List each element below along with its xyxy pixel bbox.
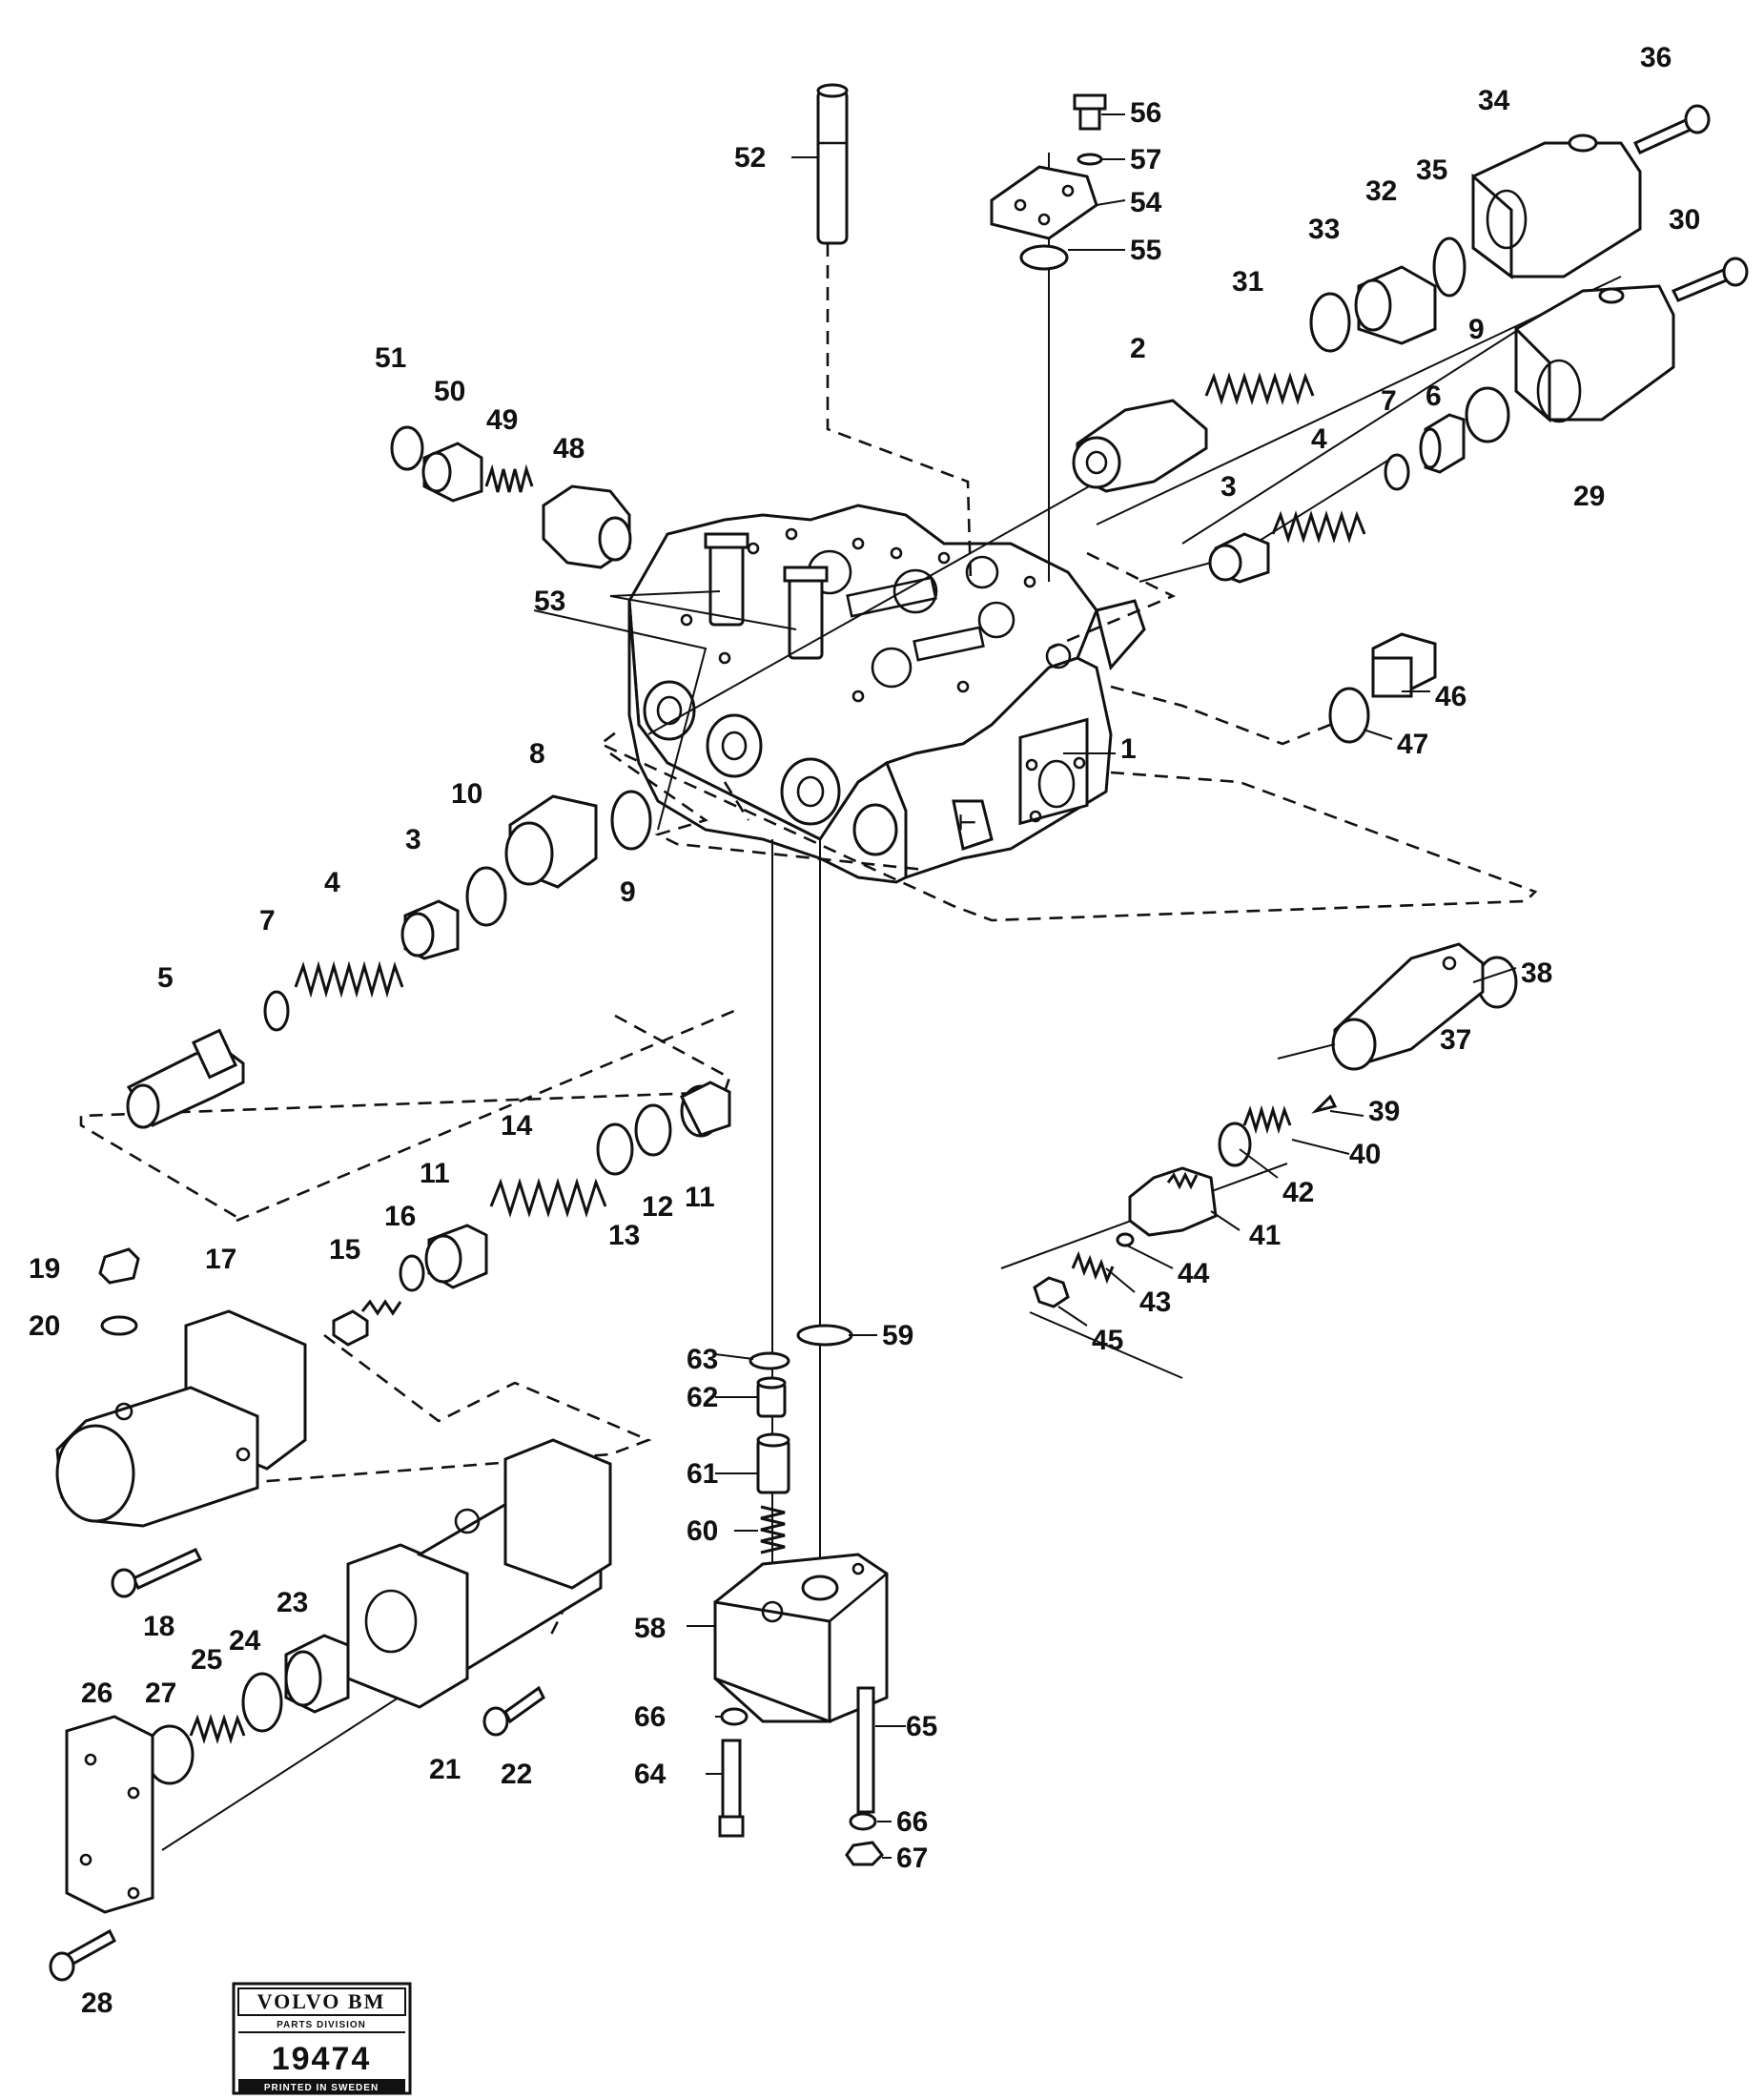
- stamp-printed: PRINTED IN SWEDEN: [264, 2083, 379, 2093]
- label-46: 46: [1435, 681, 1467, 712]
- label-27: 27: [145, 1678, 176, 1709]
- label-31: 31: [1232, 266, 1263, 298]
- mid-left-parts: [49, 1081, 731, 1982]
- label-37: 37: [1440, 1024, 1471, 1056]
- label-25: 25: [191, 1644, 222, 1676]
- label-22: 22: [501, 1759, 532, 1790]
- label-12: 12: [642, 1191, 673, 1223]
- label-13: 13: [608, 1220, 640, 1251]
- mid-column-parts: [713, 1324, 889, 1866]
- relief-valve-parts: [1033, 942, 1518, 1308]
- label-58: 58: [634, 1613, 666, 1644]
- label-5: 5: [157, 962, 174, 994]
- label-11: 11: [685, 1182, 715, 1213]
- volvo-bm-stamp: VOLVO BM PARTS DIVISION 19474 PRINTED IN…: [232, 1982, 412, 2095]
- stamp-division: PARTS DIVISION: [277, 2020, 366, 2030]
- label-15: 15: [329, 1234, 360, 1266]
- label-65: 65: [906, 1711, 937, 1742]
- label-51: 51: [375, 342, 406, 374]
- label-4: 4: [324, 867, 340, 898]
- label-26: 26: [81, 1678, 113, 1709]
- label-48: 48: [553, 433, 585, 464]
- label-30: 30: [1669, 204, 1700, 236]
- label-67: 67: [896, 1843, 928, 1874]
- label-41: 41: [1249, 1220, 1281, 1251]
- label-47: 47: [1397, 729, 1428, 760]
- label-24: 24: [229, 1625, 261, 1657]
- label-2: 2: [1130, 333, 1146, 364]
- label-63: 63: [687, 1344, 718, 1375]
- label-38: 38: [1521, 957, 1552, 989]
- label-52: 52: [734, 142, 766, 174]
- label-64: 64: [634, 1759, 667, 1790]
- label-45: 45: [1092, 1325, 1123, 1356]
- label-20: 20: [29, 1310, 60, 1342]
- upper-right-parts: [816, 83, 1749, 744]
- label-62: 62: [687, 1382, 718, 1413]
- label-32: 32: [1365, 175, 1397, 207]
- label-3: 3: [405, 824, 421, 855]
- valve-block: ⊢: [627, 504, 1146, 884]
- label-56: 56: [1130, 97, 1161, 129]
- label-8: 8: [529, 738, 545, 770]
- label-1: 1: [1120, 733, 1137, 765]
- label-34: 34: [1478, 85, 1510, 116]
- label-61: 61: [687, 1458, 718, 1490]
- stamp-brand: VOLVO BM: [257, 1989, 386, 2013]
- label-57: 57: [1130, 144, 1161, 175]
- label-10: 10: [451, 778, 482, 810]
- label-36: 36: [1640, 42, 1672, 73]
- label-19: 19: [29, 1253, 60, 1285]
- left-spool-parts: [126, 790, 652, 1129]
- label-16: 16: [384, 1201, 416, 1232]
- label-28: 28: [81, 1987, 113, 2019]
- label-18: 18: [143, 1611, 174, 1642]
- label-4: 4: [1311, 423, 1327, 455]
- label-42: 42: [1282, 1177, 1314, 1208]
- label-33: 33: [1308, 214, 1340, 245]
- label-60: 60: [687, 1515, 718, 1547]
- label-21: 21: [429, 1754, 461, 1785]
- label-55: 55: [1130, 235, 1161, 266]
- label-23: 23: [277, 1587, 308, 1618]
- label-35: 35: [1416, 154, 1447, 186]
- label-50: 50: [434, 376, 465, 407]
- label-54: 54: [1130, 187, 1162, 218]
- label-66: 66: [634, 1701, 666, 1733]
- label-17: 17: [205, 1244, 236, 1275]
- label-7: 7: [259, 905, 276, 937]
- stamp-number: 19474: [272, 2041, 372, 2077]
- leader-lines: [609, 113, 1517, 1859]
- label-39: 39: [1368, 1096, 1400, 1127]
- label-6: 6: [1426, 381, 1442, 412]
- label-7: 7: [1381, 385, 1397, 417]
- label-66: 66: [896, 1806, 928, 1838]
- label-53: 53: [534, 586, 565, 617]
- label-3: 3: [1220, 471, 1237, 503]
- label-9: 9: [1468, 314, 1485, 345]
- label-49: 49: [486, 404, 518, 436]
- label-40: 40: [1349, 1139, 1381, 1170]
- part-labels: 1 2 3 3 4 4 5 6 7 7 8 9 9 10 11 11 12 13…: [29, 42, 1700, 2019]
- label-59: 59: [882, 1320, 913, 1351]
- label-11: 11: [420, 1158, 450, 1189]
- label-43: 43: [1139, 1287, 1171, 1318]
- label-29: 29: [1573, 481, 1605, 512]
- label-14: 14: [501, 1110, 533, 1142]
- upper-left-parts: [390, 425, 632, 569]
- label-44: 44: [1178, 1258, 1210, 1289]
- label-9: 9: [620, 876, 636, 908]
- svg-text:⊢: ⊢: [958, 811, 976, 834]
